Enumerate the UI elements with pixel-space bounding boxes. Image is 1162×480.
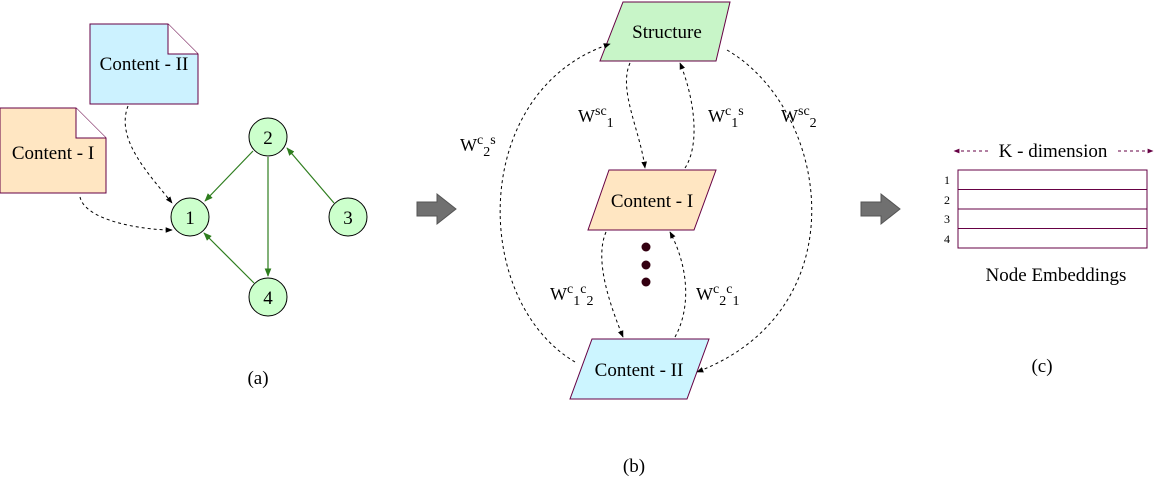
structure-label: Structure xyxy=(632,22,702,43)
embedding-table xyxy=(957,169,1148,249)
panel-b-caption: (b) xyxy=(623,456,645,477)
content-ii-label: Content - II xyxy=(595,360,684,381)
weight-w-c1-s: Wc1s xyxy=(708,104,744,131)
weight-w-sc1: Wsc1 xyxy=(578,104,614,131)
edge-content-ii-to-content-i xyxy=(669,231,687,338)
embedding-row-label: 1 xyxy=(944,173,950,187)
graph-node-3-label: 3 xyxy=(343,208,353,229)
graph-node-1: 1 xyxy=(170,197,210,237)
document-content-i: Content - I xyxy=(0,107,107,194)
ellipsis-dot xyxy=(641,242,651,252)
edge-4-to-1 xyxy=(203,232,255,284)
weight-w-c2-s: Wc2s xyxy=(460,133,496,160)
graph-node-2: 2 xyxy=(248,117,288,157)
document-content-i-label: Content - I xyxy=(12,143,94,164)
ellipsis-dot xyxy=(641,260,651,270)
ellipsis-dot xyxy=(641,277,651,287)
structure-node: Structure xyxy=(599,1,731,62)
flow-arrow-icon xyxy=(416,192,457,226)
panel-b: Structure Content - I Content - II Wc2s … xyxy=(460,1,817,477)
content-i-label: Content - I xyxy=(611,191,693,212)
doc-i-to-node-1-edge xyxy=(79,196,173,233)
edge-structure-to-content-ii xyxy=(696,49,813,373)
content-ii-node: Content - II xyxy=(569,338,710,400)
panel-c-caption: (c) xyxy=(1031,356,1052,377)
content-i-node: Content - I xyxy=(587,169,717,231)
graph-node-2-label: 2 xyxy=(263,128,273,149)
edge-2-to-1 xyxy=(204,150,254,202)
flow-arrow-icon xyxy=(860,192,901,226)
weight-w-sc2: Wsc2 xyxy=(781,104,817,131)
document-content-ii: Content - II xyxy=(89,23,199,105)
edge-content-i-to-structure xyxy=(679,62,695,169)
graph-node-4-label: 4 xyxy=(263,288,273,309)
embedding-row-label: 2 xyxy=(944,193,950,207)
document-content-ii-label: Content - II xyxy=(100,54,189,75)
graph-node-1-label: 1 xyxy=(185,208,195,229)
edge-structure-to-content-i xyxy=(626,62,647,169)
dimension-label: K - dimension xyxy=(999,141,1108,162)
edge-content-i-to-content-ii xyxy=(601,231,624,338)
doc-ii-to-node-1-edge xyxy=(124,105,173,204)
embeddings-title: Node Embeddings xyxy=(986,265,1127,286)
edge-content-ii-to-structure xyxy=(499,43,611,363)
embedding-row-label: 3 xyxy=(944,212,950,226)
panel-a: Content - II Content - I 1 2 3 xyxy=(0,23,368,389)
panel-a-caption: (a) xyxy=(247,368,268,389)
graph-node-3: 3 xyxy=(328,197,368,237)
edge-3-to-2 xyxy=(286,147,335,204)
weight-w-c1-c2: Wc1c2 xyxy=(550,282,593,309)
embedding-row-label: 4 xyxy=(944,232,950,246)
graph-node-4: 4 xyxy=(248,277,288,317)
weight-w-c2-c1: Wc2c1 xyxy=(696,282,739,309)
panel-c: K - dimension 1 2 3 4 Node Embeddings (c… xyxy=(944,141,1154,377)
